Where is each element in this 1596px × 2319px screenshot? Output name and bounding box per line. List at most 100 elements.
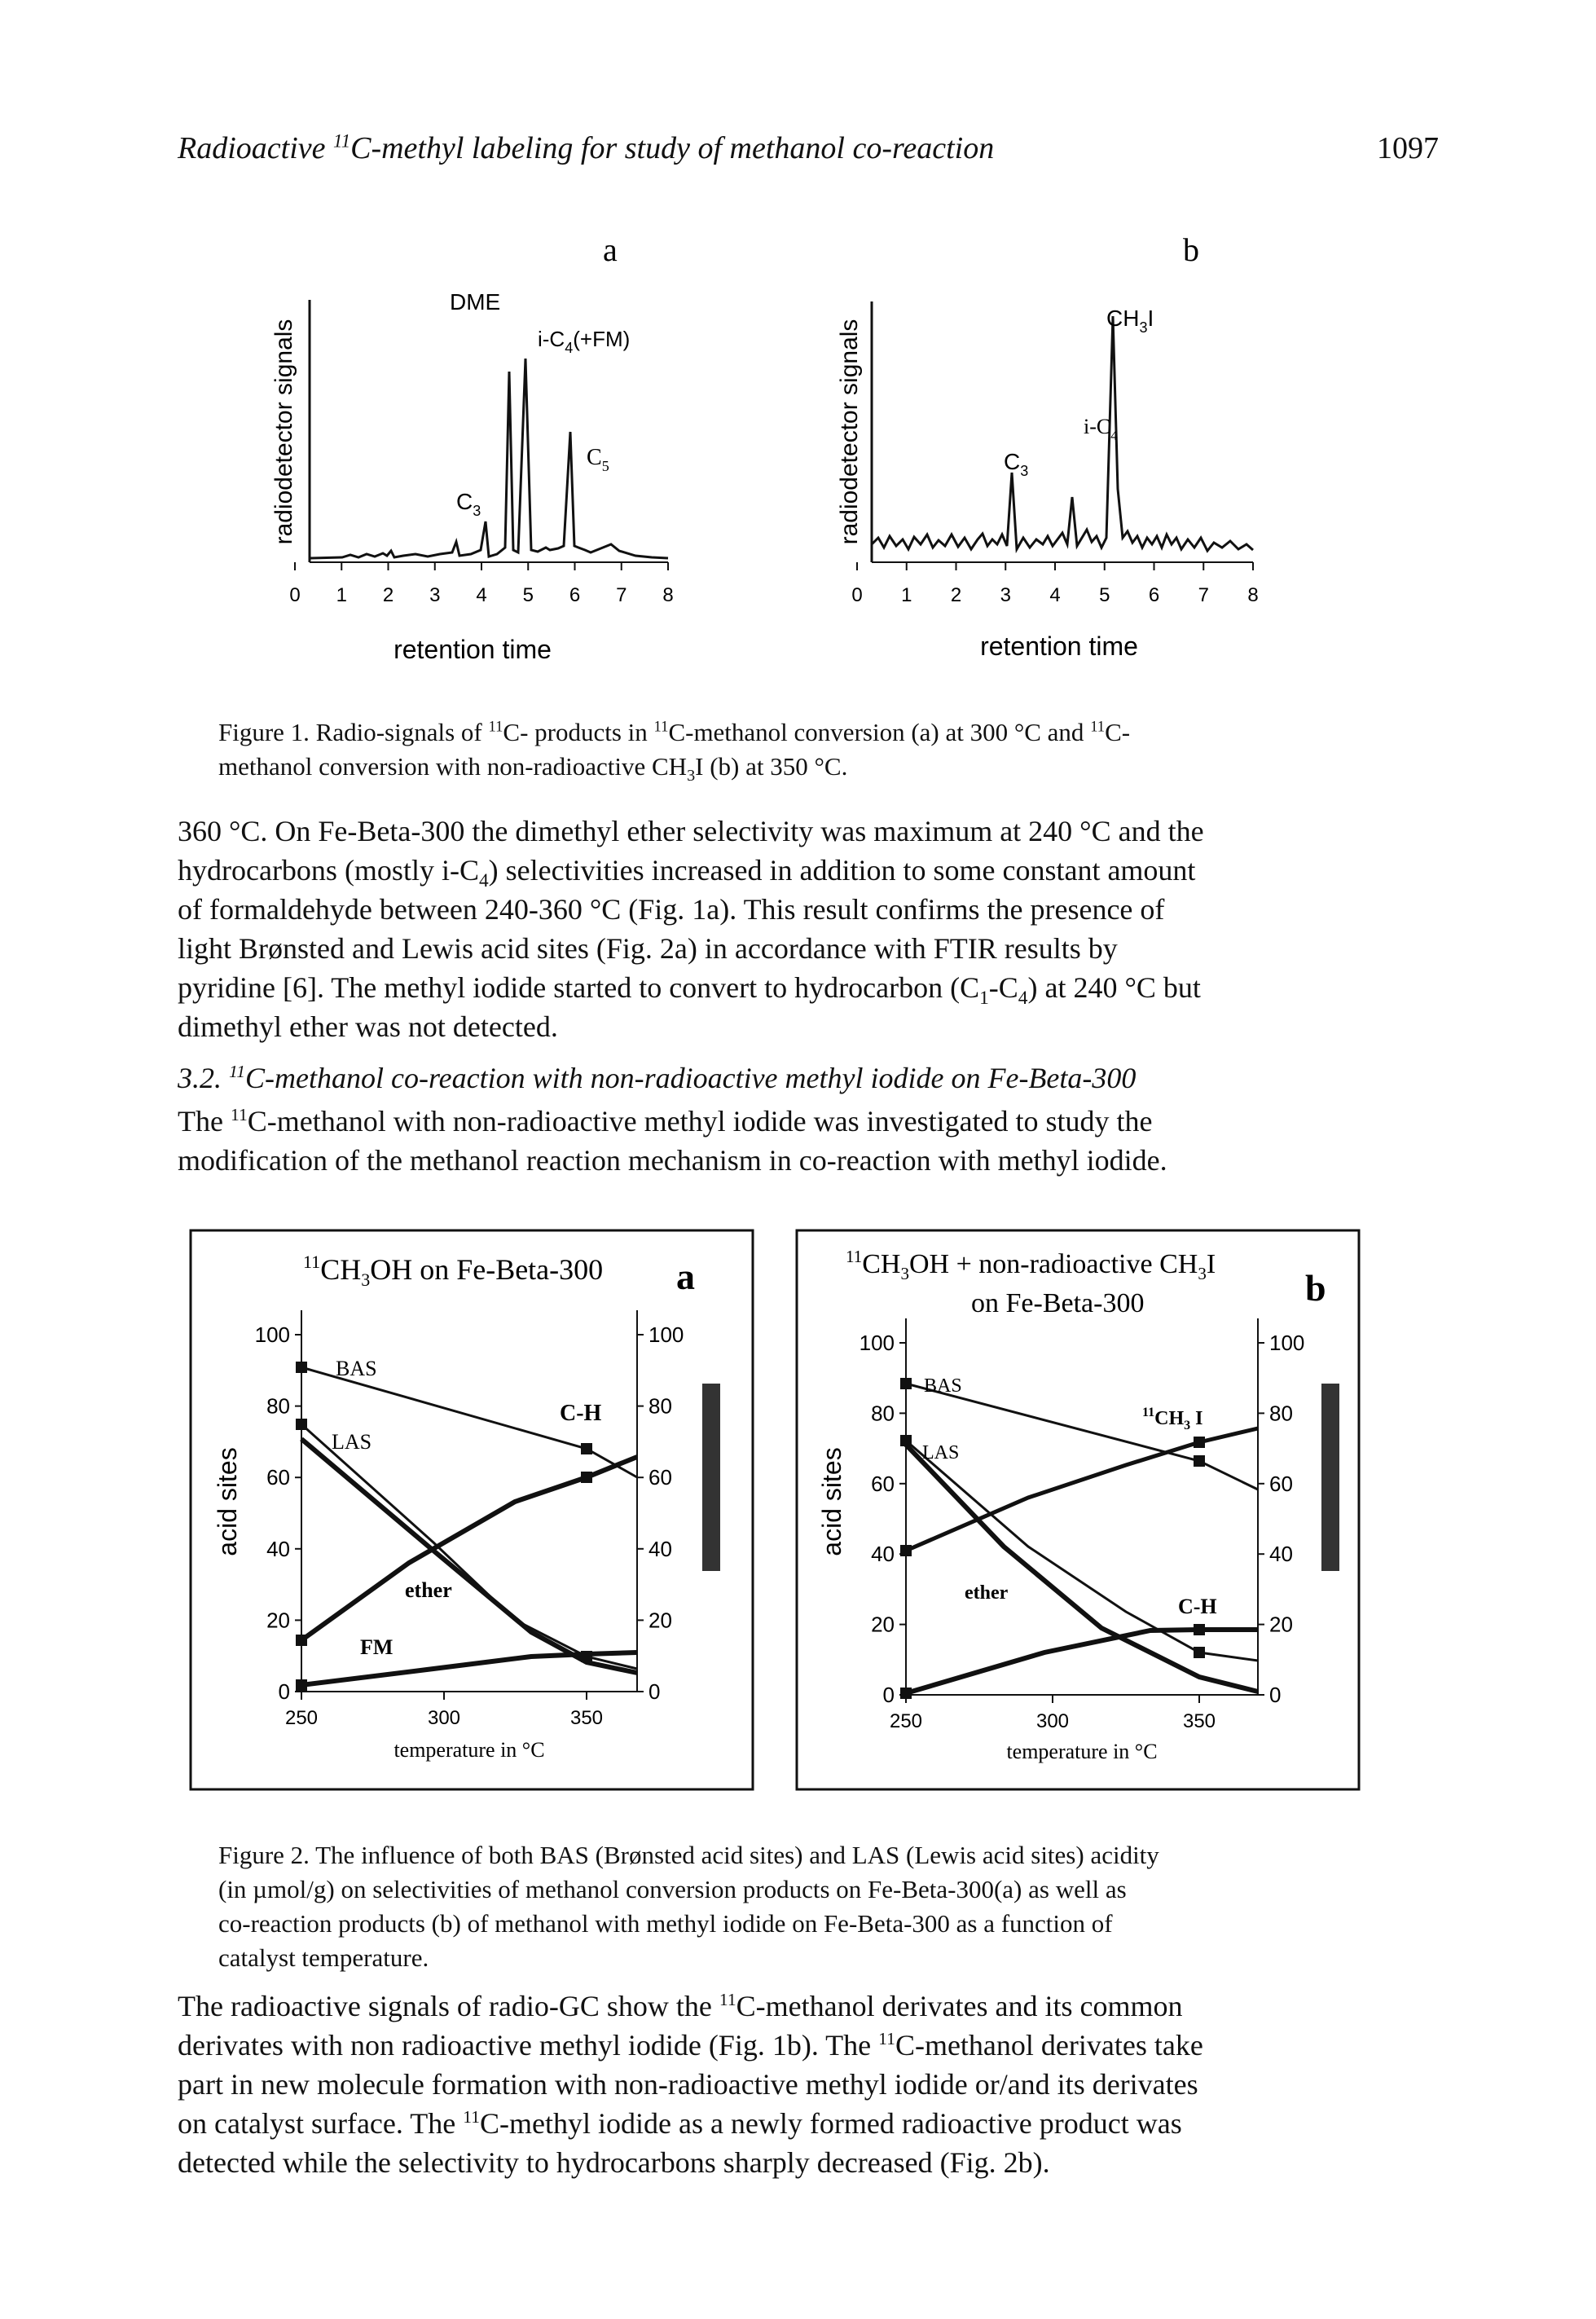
y-axis-label: radiodetector signals [270,319,297,545]
marker [1194,1624,1205,1635]
x-tick-label: 6 [1149,584,1159,606]
x-tick-label: 7 [616,584,627,606]
y-tick-label-right: 40 [1269,1542,1293,1566]
curve-las [905,1439,1259,1662]
curve-label-fm: FM [360,1635,393,1659]
y-tick-label-right: 0 [1269,1683,1281,1707]
x-tick-label: 2 [951,584,961,606]
y-axis-label: radiodetector signals [836,319,863,545]
x-tick-label: 0 [851,584,862,606]
y-tick-label-right: 80 [649,1394,672,1419]
curve-label-ch: C-H [1178,1595,1217,1618]
peak-label-c3: C3 [1004,449,1028,479]
body-paragraph-3: The radioactive signals of radio-GC show… [178,1990,1203,2179]
curve-ether [300,1437,638,1675]
x-tick-label: 0 [289,584,300,606]
panel-title: 11CH3OH + non-radioactive CH3I [846,1247,1216,1283]
y-tick-label-left: 20 [871,1613,895,1637]
marker [900,1688,912,1699]
x-tick-label: 6 [569,584,580,606]
y-tick-label-left: 60 [871,1472,895,1496]
x-tick-label: 350 [570,1707,603,1729]
x-tick-label: 5 [523,584,534,606]
panel-label-b: b [1305,1267,1326,1309]
figure-1-caption: Figure 1. Radio-signals of 11C- products… [218,718,1131,785]
x-tick-label: 2 [383,584,394,606]
panel-title-line2: on Fe-Beta-300 [971,1288,1144,1318]
body-paragraph-2: The 11C-methanol with non-radioactive me… [178,1105,1167,1177]
x-axis-label: retention time [394,635,552,664]
y-tick-label-right: 40 [649,1537,672,1561]
y-tick-label-left: 0 [883,1683,895,1707]
marker [296,1679,307,1691]
curve-label-ch: C-H [560,1401,602,1426]
marker [581,1472,592,1483]
curve-label-ether: ether [965,1582,1009,1604]
x-tick-label: 250 [285,1707,318,1729]
figure-2-caption: Figure 2. The influence of both BAS (Brø… [218,1841,1159,1972]
x-tick-label: 4 [476,584,486,606]
curve-label-las: LAS [332,1430,372,1454]
marker [900,1545,912,1556]
x-tick-label: 1 [901,584,912,606]
marker [296,1419,307,1430]
right-axis-label-graphic [702,1384,720,1571]
chromatogram-trace-a [309,358,669,560]
y-tick-label-left: 80 [266,1394,290,1419]
curve-label-las: LAS [922,1442,959,1463]
x-tick-label: 3 [1000,584,1011,606]
y-tick-label-left: 0 [279,1679,290,1704]
peak-label-ch3i: CH3I [1106,306,1154,336]
x-tick-label: 250 [890,1710,922,1732]
curve-label-ether: ether [405,1578,452,1602]
y-tick-label-right: 80 [1269,1401,1293,1425]
running-header-title: Radioactive 11C-methyl labeling for stud… [178,130,995,165]
y-tick-label-right: 20 [649,1608,672,1632]
curve-label-bas: BAS [924,1375,962,1397]
x-tick-label: 5 [1099,584,1110,606]
x-tick-label: 4 [1049,584,1060,606]
y-tick-label-left: 100 [860,1331,895,1355]
marker [1194,1647,1205,1658]
curve-fm [301,1650,638,1688]
curve-ch3i [905,1426,1259,1553]
curve-ch [905,1627,1258,1696]
panel-frame [795,1229,1361,1791]
marker [581,1651,592,1662]
right-axis-label-graphic [1321,1384,1339,1571]
y-axis-label: acid sites [213,1447,242,1556]
x-tick-label: 8 [662,584,673,606]
x-tick-label: 7 [1198,584,1209,606]
marker [900,1435,912,1446]
marker [296,1635,307,1646]
x-tick-label: 350 [1183,1710,1216,1732]
marker [1194,1437,1205,1448]
peak-label-ic4: i-C4 [1084,415,1118,443]
marker [1194,1455,1205,1467]
x-axis-label: temperature in °C [1006,1740,1157,1763]
curve-bas [905,1382,1259,1491]
panel-frame [189,1229,754,1791]
y-tick-label-right: 100 [649,1322,684,1347]
panel-title: 11CH3OH on Fe-Beta-300 [303,1252,603,1290]
y-tick-label-left: 60 [266,1465,290,1490]
y-tick-label-right: 0 [649,1679,660,1704]
y-tick-label-right: 20 [1269,1613,1293,1637]
figure-2-panel-b: 11CH3OH + non-radioactive CH3I on Fe-Bet… [795,1229,1361,1791]
panel-label-a: a [603,231,618,268]
y-tick-label-right: 60 [649,1465,672,1490]
curve-ch [300,1454,639,1643]
y-tick-label-left: 80 [871,1401,895,1425]
peak-label-c3: C3 [456,489,481,519]
curve-label-ch3i: 11CH3 I [1142,1406,1202,1432]
chromatogram-trace-b [870,315,1254,554]
peak-label-c5: C5 [587,445,609,474]
